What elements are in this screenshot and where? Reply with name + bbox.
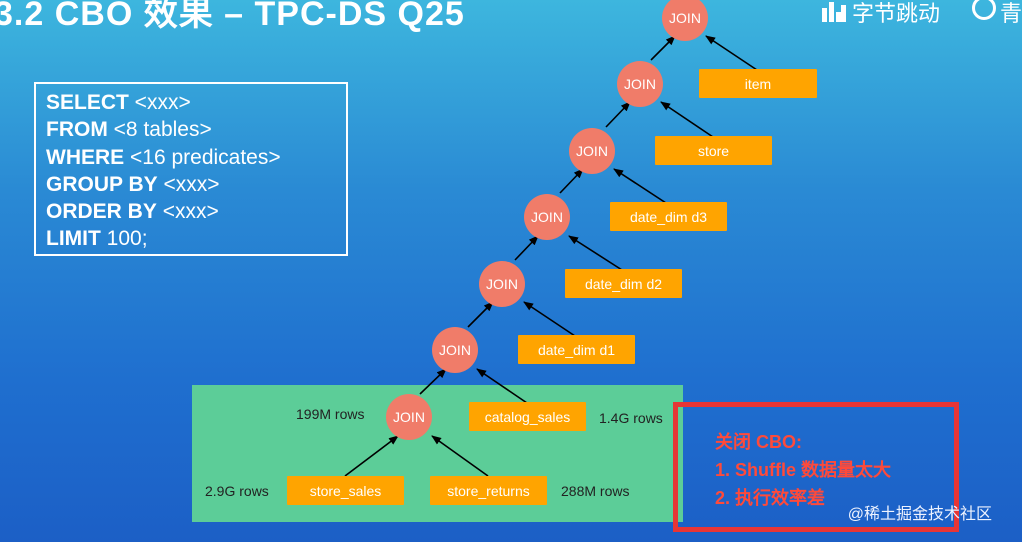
- edge-arrow: [431, 435, 489, 477]
- callout-line: 2. 执行效率差: [715, 488, 826, 508]
- sql-line: FROM <8 tables>: [46, 118, 212, 142]
- bytedance-logo-icon: [822, 2, 846, 22]
- join-node: JOIN: [386, 394, 432, 440]
- cbo-off-callout: [673, 402, 959, 532]
- edge-arrow: [613, 168, 667, 204]
- edge-arrow: [476, 368, 528, 404]
- join-node: JOIN: [479, 261, 525, 307]
- join-node: JOIN: [662, 0, 708, 41]
- page-title: 3.2 CBO 效果 – TPC-DS Q25: [0, 0, 465, 33]
- table-node-store: store: [655, 136, 772, 165]
- table-node-store-sales: store_sales: [287, 476, 404, 505]
- row-count-label: 288M rows: [561, 483, 630, 499]
- sql-line: ORDER BY <xxx>: [46, 200, 219, 224]
- row-count-label: 2.9G rows: [205, 483, 269, 499]
- edge-arrow: [419, 368, 447, 395]
- edge-arrow: [523, 301, 576, 337]
- sql-box: SELECT <xxx> FROM <8 tables> WHERE <16 p…: [34, 82, 348, 256]
- edge-arrow: [705, 35, 758, 71]
- table-node-date-dim-d1: date_dim d1: [518, 335, 635, 364]
- sql-line: LIMIT 100;: [46, 227, 148, 251]
- edge-arrow: [559, 168, 584, 194]
- edge-arrow: [660, 101, 714, 138]
- table-node-date-dim-d3: date_dim d3: [610, 202, 727, 231]
- row-count-label: 199M rows: [296, 406, 365, 422]
- row-count-label: 1.4G rows: [599, 410, 663, 426]
- join-node: JOIN: [432, 327, 478, 373]
- edge-arrow: [568, 235, 623, 271]
- cbo-off-text: 关闭 CBO: 1. Shuffle 数据量太大 2. 执行效率差: [715, 428, 891, 512]
- table-node-item: item: [699, 69, 817, 98]
- edge-arrow: [514, 235, 539, 261]
- join-node: JOIN: [569, 128, 615, 174]
- sql-line: GROUP BY <xxx>: [46, 172, 220, 196]
- callout-line: 1. Shuffle 数据量太大: [715, 460, 892, 480]
- sql-line: WHERE <16 predicates>: [46, 145, 281, 169]
- table-node-catalog-sales: catalog_sales: [469, 402, 586, 431]
- edge-arrow: [605, 101, 631, 128]
- brand-name: 字节跳动: [852, 1, 941, 26]
- brand-logo: 字节跳动: [822, 0, 940, 28]
- table-node-store-returns: store_returns: [430, 476, 547, 505]
- callout-line: 关闭 CBO:: [715, 432, 802, 452]
- watermark: @稀土掘金技术社区: [847, 506, 992, 523]
- edge-arrow: [344, 435, 399, 477]
- sql-line: SELECT <xxx>: [46, 91, 191, 114]
- join-node: JOIN: [617, 61, 663, 107]
- table-node-date-dim-d2: date_dim d2: [565, 269, 682, 298]
- join-node: JOIN: [524, 194, 570, 240]
- edge-arrow: [467, 301, 494, 328]
- youth-camp-logo-icon: [972, 0, 996, 20]
- edge-arrow: [650, 35, 676, 61]
- brand-tail: 青: [1000, 1, 1022, 26]
